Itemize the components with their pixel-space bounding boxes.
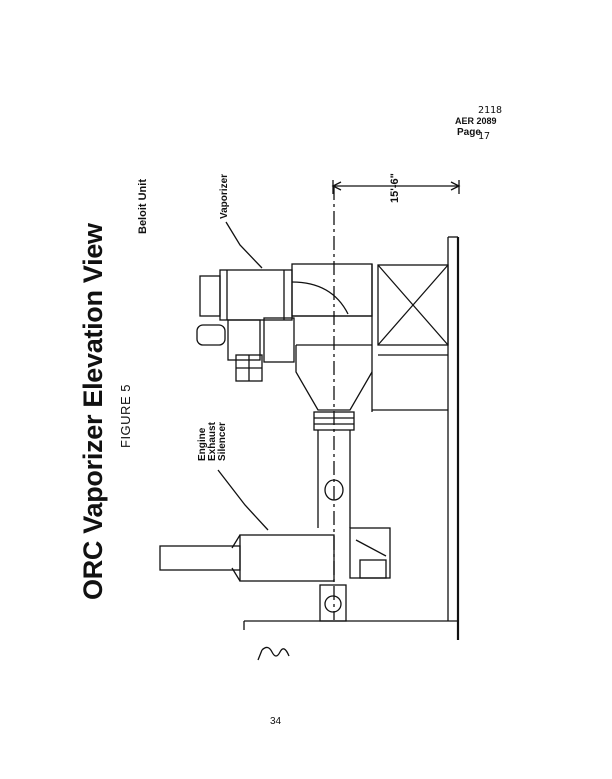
silencer-leader [217,469,269,531]
header-aer-stamp: AER 2089 [455,116,497,126]
auxiliary-vessels [196,317,295,382]
header-page-number: 17 [478,131,491,142]
vaporizer-leader [225,221,263,269]
header-doc-number: 2118 [478,105,503,116]
foundation-slab [243,236,460,661]
dimension-line [331,180,461,194]
lower-support [319,527,391,622]
bellows [313,411,355,431]
page-number: 34 [270,716,282,727]
header-page-label: Page [457,127,481,138]
exhaust-silencer [159,534,335,582]
transition-cone [295,344,373,411]
vaporizer [199,263,373,412]
exhaust-duct [317,430,351,528]
support-frame [372,264,449,411]
